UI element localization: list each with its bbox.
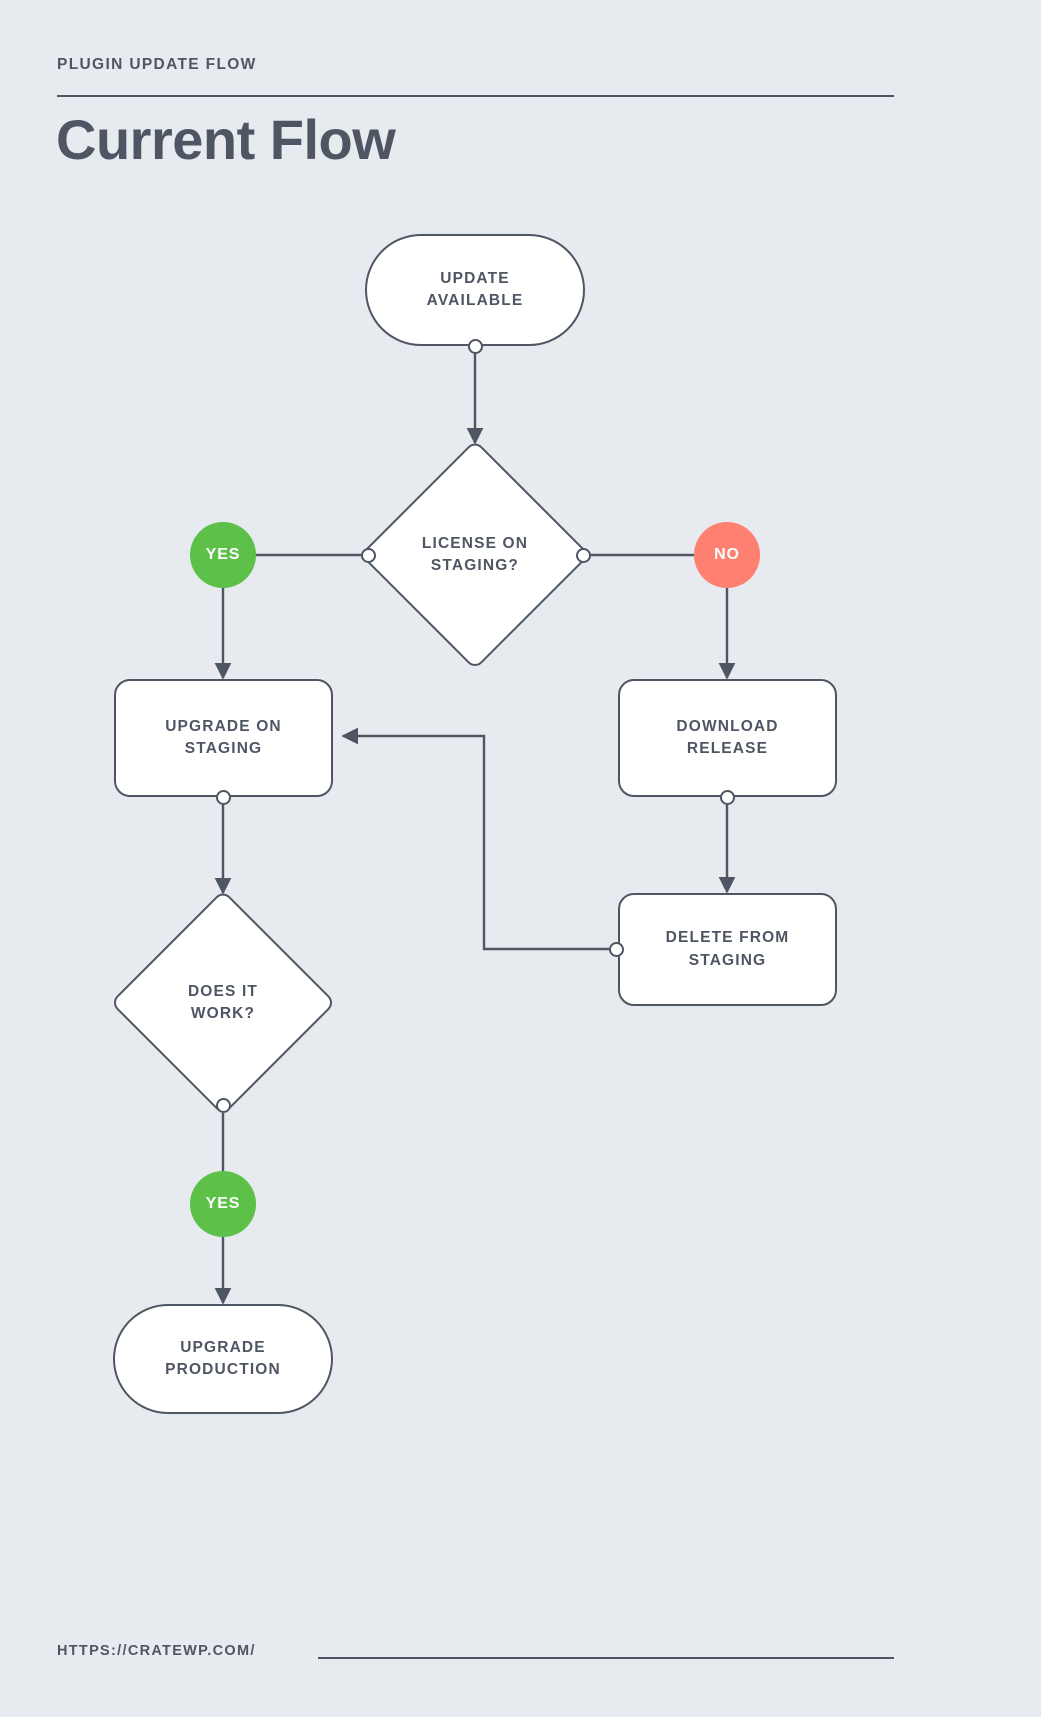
badge-no-license-label: NO: [714, 546, 740, 563]
port-license-left: [361, 548, 376, 563]
node-does-it-work[interactable]: DOES IT WORK?: [109, 889, 337, 1117]
node-update-available-label: UPDATE AVAILABLE: [426, 269, 524, 309]
port-download-release-bottom: [720, 790, 735, 805]
node-delete-from-staging-label: DELETE FROM STAGING: [665, 929, 790, 969]
port-upgrade-staging-bottom: [216, 790, 231, 805]
page-title: Current Flow: [56, 108, 396, 171]
badge-yes-work: YES: [190, 1171, 256, 1237]
port-delete-from-staging-left: [609, 942, 624, 957]
edge-delete-to-upgrade-staging: [341, 727, 614, 951]
port-license-right: [576, 548, 591, 563]
node-upgrade-on-staging-label: UPGRADE ON STAGING: [165, 717, 282, 757]
node-delete-from-staging[interactable]: DELETE FROM STAGING: [618, 893, 837, 1006]
node-download-release[interactable]: DOWNLOAD RELEASE: [618, 679, 837, 797]
badge-yes-license: YES: [190, 522, 256, 588]
footer-divider: [318, 1657, 894, 1659]
footer-url: HTTPS://CRATEWP.COM/: [57, 1643, 256, 1659]
badge-yes-work-label: YES: [205, 1195, 241, 1212]
port-update-available-bottom: [468, 339, 483, 354]
node-license-on-staging[interactable]: LICENSE ON STAGING?: [359, 439, 591, 671]
node-upgrade-production-label: UPGRADE PRODUCTION: [165, 1338, 281, 1378]
eyebrow-label: PLUGIN UPDATE FLOW: [57, 56, 257, 73]
node-license-on-staging-label: LICENSE ON STAGING?: [421, 534, 529, 574]
badge-yes-license-label: YES: [205, 546, 241, 563]
node-upgrade-production[interactable]: UPGRADE PRODUCTION: [113, 1304, 333, 1414]
badge-no-license: NO: [694, 522, 760, 588]
node-update-available[interactable]: UPDATE AVAILABLE: [365, 234, 585, 346]
node-upgrade-on-staging[interactable]: UPGRADE ON STAGING: [114, 679, 333, 797]
header-divider: [57, 95, 894, 97]
port-does-it-work-bottom: [216, 1098, 231, 1113]
node-download-release-label: DOWNLOAD RELEASE: [676, 717, 779, 757]
node-does-it-work-label: DOES IT WORK?: [187, 982, 259, 1022]
